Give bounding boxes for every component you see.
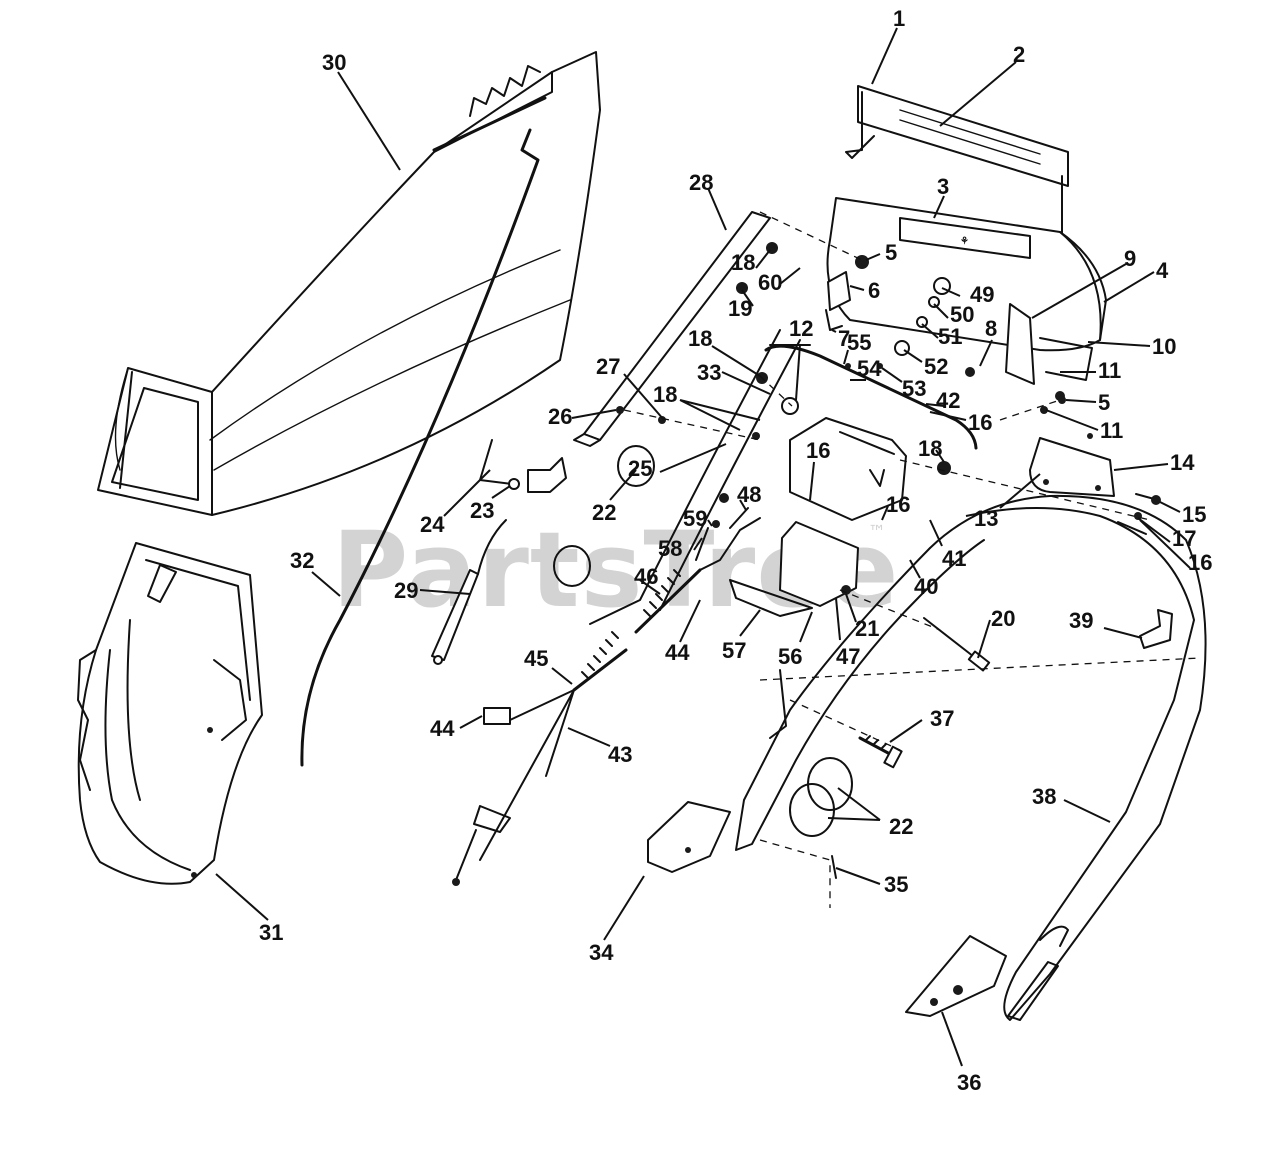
callout-label: 22 bbox=[592, 500, 616, 525]
callout-label: 16 bbox=[968, 410, 992, 435]
callout-label: 17 bbox=[1172, 526, 1196, 551]
callout-label: 43 bbox=[608, 742, 632, 767]
part-lower-handle bbox=[735, 494, 1207, 1021]
callout-label: 21 bbox=[855, 616, 879, 641]
callout-label: 54 bbox=[857, 356, 882, 381]
callout-label: 3 bbox=[937, 174, 949, 199]
callout-label: 48 bbox=[737, 482, 761, 507]
callout-label: 20 bbox=[991, 606, 1015, 631]
callout-label: 11 bbox=[1098, 358, 1121, 383]
part-hose-clamps bbox=[553, 445, 853, 837]
callout-label: 7 bbox=[838, 326, 850, 351]
svg-text:⚘: ⚘ bbox=[960, 236, 969, 247]
callout-label: 2 bbox=[1013, 42, 1025, 67]
callout-label: 33 bbox=[697, 360, 721, 385]
callout-label: 18 bbox=[653, 382, 677, 407]
callout-label: 55 bbox=[847, 330, 871, 355]
callout-label: 37 bbox=[930, 706, 954, 731]
callout-label: 57 bbox=[722, 638, 746, 663]
callout-label: 28 bbox=[689, 170, 713, 195]
part-engine-cover bbox=[789, 417, 907, 521]
part-switch-box bbox=[729, 521, 859, 617]
part-bag-frame-rod bbox=[300, 128, 540, 767]
callout-label: 45 bbox=[524, 646, 548, 671]
callout-label: 50 bbox=[950, 302, 974, 327]
callout-label: 16 bbox=[806, 438, 830, 463]
callout-label: 9 bbox=[1124, 246, 1136, 271]
watermark-trademark: ™ bbox=[868, 522, 886, 543]
part-pin-knob bbox=[479, 439, 567, 493]
part-control-panel: ⚘ bbox=[826, 197, 1107, 352]
callout-label: 56 bbox=[778, 644, 802, 669]
callout-label: 53 bbox=[902, 376, 926, 401]
callout-label: 19 bbox=[728, 296, 752, 321]
callout-label: 22 bbox=[889, 814, 913, 839]
callout-label: 4 bbox=[1156, 258, 1169, 283]
callout-label: 24 bbox=[420, 512, 445, 537]
callout-label: 18 bbox=[731, 250, 755, 275]
part-hinge-bracket bbox=[1029, 437, 1115, 497]
callout-label: 60 bbox=[758, 270, 782, 295]
callout-label: 12 bbox=[789, 316, 813, 341]
part-side-brackets bbox=[1005, 303, 1093, 414]
callout-label: 35 bbox=[884, 872, 908, 897]
callout-label: 49 bbox=[970, 282, 994, 307]
part-bolts bbox=[858, 493, 1159, 769]
callout-label: 18 bbox=[688, 326, 712, 351]
callout-label: 27 bbox=[596, 354, 620, 379]
callout-label: 16 bbox=[886, 492, 910, 517]
callout-label: 30 bbox=[322, 50, 346, 75]
callout-label: 32 bbox=[290, 548, 314, 573]
callout-label: 52 bbox=[924, 354, 948, 379]
callout-label: 8 bbox=[985, 316, 997, 341]
callout-label: 41 bbox=[942, 546, 966, 571]
callouts: 1 2 3 4 5 5 6 7 8 9 10 11 11 12 13 14 15… bbox=[215, 6, 1212, 1095]
callout-label: 5 bbox=[1098, 390, 1110, 415]
part-lower-bracket-right bbox=[905, 935, 1007, 1017]
callout-label: 51 bbox=[938, 324, 962, 349]
callout-label: 39 bbox=[1069, 608, 1093, 633]
part-cable-springs bbox=[452, 507, 761, 886]
callout-label: 44 bbox=[430, 716, 455, 741]
part-control-lever bbox=[431, 519, 507, 665]
callout-label: 23 bbox=[470, 498, 494, 523]
callout-label: 16 bbox=[1188, 550, 1212, 575]
part-hardware bbox=[616, 242, 1161, 528]
part-cotter-pin bbox=[831, 855, 837, 879]
callout-label: 15 bbox=[1182, 502, 1206, 527]
callout-label: 10 bbox=[1152, 334, 1176, 359]
callout-label: 34 bbox=[589, 940, 614, 965]
callout-label: 47 bbox=[836, 644, 860, 669]
callout-label: 26 bbox=[548, 404, 572, 429]
callout-label: 58 bbox=[658, 536, 682, 561]
callout-label: 46 bbox=[634, 564, 658, 589]
callout-label: 11 bbox=[1100, 418, 1123, 443]
callout-label: 42 bbox=[936, 388, 960, 413]
alignment-lines bbox=[623, 211, 1201, 908]
callout-label: 14 bbox=[1170, 450, 1195, 475]
callout-label: 18 bbox=[918, 436, 942, 461]
callout-label: 29 bbox=[394, 578, 418, 603]
callout-label: 25 bbox=[628, 456, 652, 481]
callout-label: 6 bbox=[868, 278, 880, 303]
part-discharge-chute bbox=[77, 542, 263, 885]
part-handle-knob bbox=[1139, 609, 1173, 649]
part-left-handle-rail bbox=[573, 211, 801, 625]
callout-label: 5 bbox=[885, 240, 897, 265]
callout-label: 44 bbox=[665, 640, 690, 665]
part-lower-bracket-left bbox=[647, 801, 731, 873]
callout-label: 59 bbox=[683, 506, 707, 531]
callout-label: 38 bbox=[1032, 784, 1056, 809]
part-grass-bag bbox=[97, 51, 601, 516]
part-control-rod bbox=[764, 344, 978, 450]
callout-label: 40 bbox=[914, 574, 938, 599]
callout-label: 31 bbox=[259, 920, 283, 945]
callout-label: 1 bbox=[893, 6, 905, 31]
callout-label: 13 bbox=[974, 506, 998, 531]
callout-label: 36 bbox=[957, 1070, 981, 1095]
